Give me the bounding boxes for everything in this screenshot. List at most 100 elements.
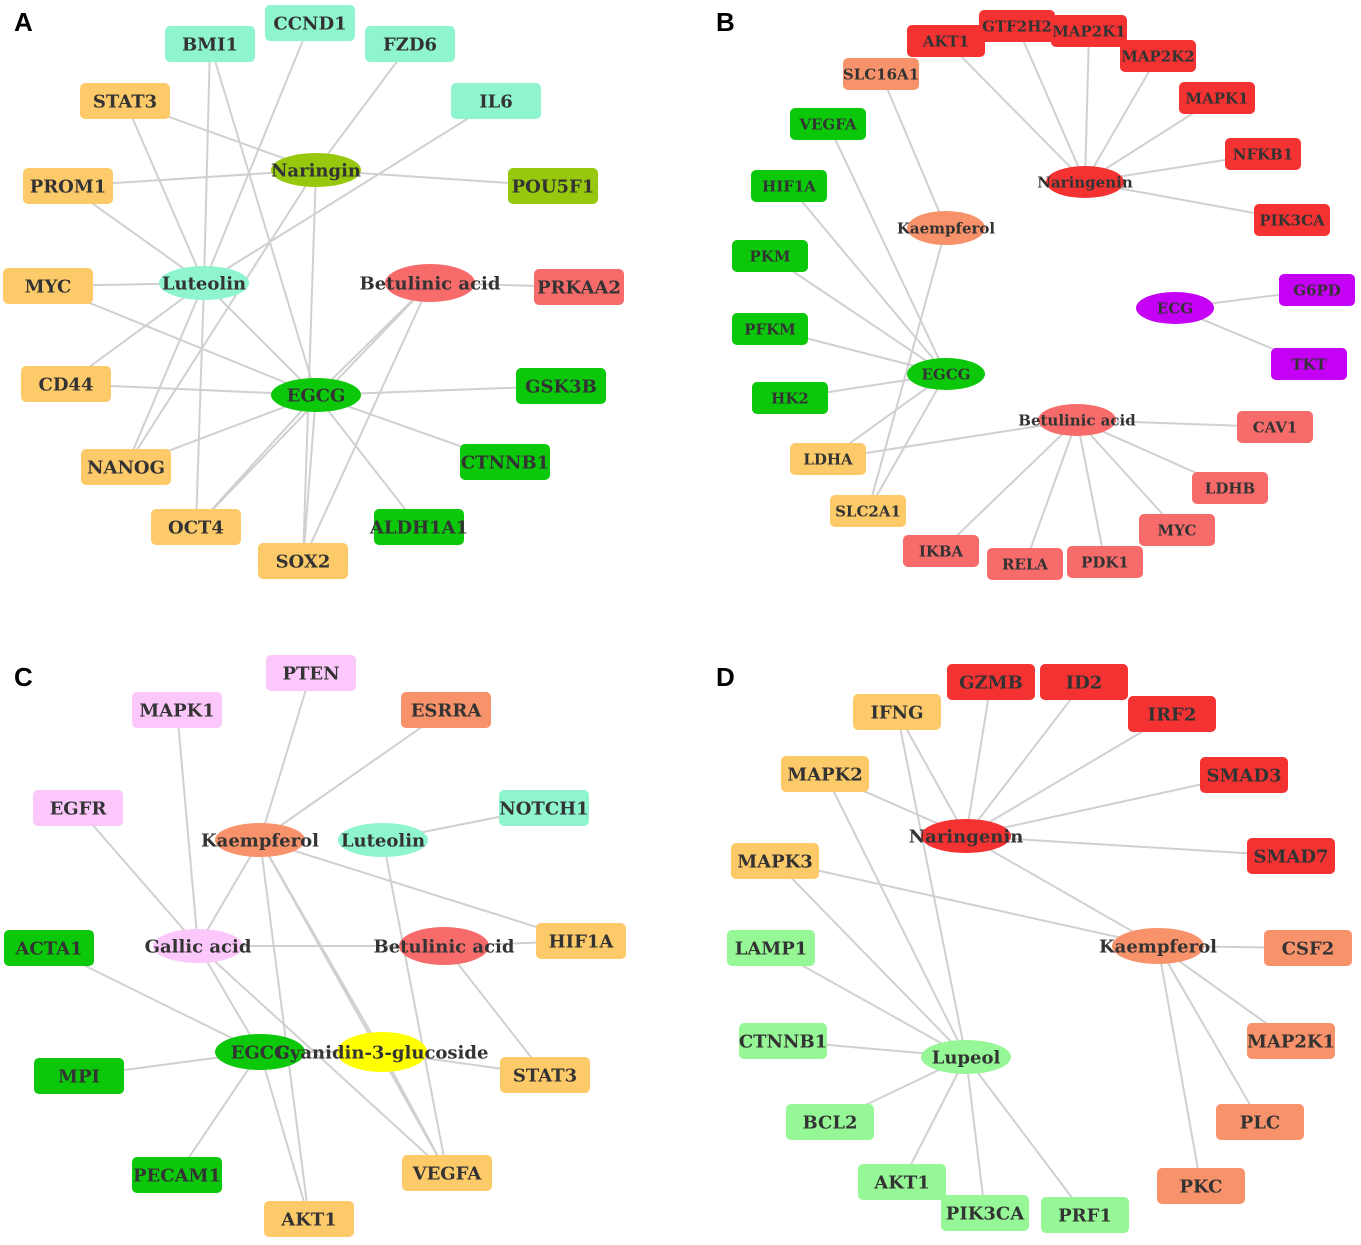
node-a-sox2[interactable]: SOX2 — [258, 543, 348, 579]
node-b-g6pd[interactable]: G6PD — [1279, 274, 1355, 306]
node-b-myc[interactable]: MYC — [1139, 514, 1215, 546]
node-d-mapk3[interactable]: MAPK3 — [731, 843, 819, 879]
node-d-akt1[interactable]: AKT1 — [858, 1164, 946, 1200]
node-b-slc16a1[interactable]: SLC16A1 — [843, 58, 919, 90]
node-a-oct4[interactable]: OCT4 — [151, 509, 241, 545]
node-b-cav1[interactable]: CAV1 — [1237, 411, 1313, 443]
node-d-bcl2[interactable]: BCL2 — [786, 1104, 874, 1140]
node-c-gallic[interactable]: Gallic acid — [145, 929, 252, 963]
node-c-acta1[interactable]: ACTA1 — [4, 930, 94, 966]
node-b-ikba[interactable]: IKBA — [903, 535, 979, 567]
node-d-plc[interactable]: PLC — [1216, 1104, 1304, 1140]
node-a-aldh1a1[interactable]: ALDH1A1 — [369, 509, 468, 545]
node-c-akt1[interactable]: AKT1 — [264, 1201, 354, 1237]
panel-letter-b: B — [716, 7, 735, 37]
node-b-naringenin[interactable]: Naringenin — [1037, 166, 1133, 198]
node-shape-a-ccnd1 — [265, 5, 355, 41]
node-b-akt1[interactable]: AKT1 — [907, 25, 985, 57]
edge-d-naringenin-d-smad7 — [965, 835, 1292, 857]
node-d-kaempferol[interactable]: Kaempferol — [1099, 928, 1217, 964]
node-c-vegfa[interactable]: VEGFA — [402, 1155, 492, 1191]
node-d-prf1[interactable]: PRF1 — [1041, 1197, 1129, 1233]
node-a-myc[interactable]: MYC — [3, 268, 93, 304]
node-c-betulinic[interactable]: Betulinic acid — [374, 927, 515, 965]
node-d-gzmb[interactable]: GZMB — [947, 664, 1035, 700]
node-b-kaempferol[interactable]: Kaempferol — [897, 211, 996, 245]
node-a-prom1[interactable]: PROM1 — [23, 168, 113, 204]
node-d-mapk2[interactable]: MAPK2 — [781, 756, 869, 792]
node-b-rela[interactable]: RELA — [987, 548, 1063, 580]
node-a-cd44[interactable]: CD44 — [21, 366, 111, 402]
node-label-b-mapk1: MAPK1 — [1186, 89, 1249, 107]
node-d-naringenin[interactable]: Naringenin — [909, 819, 1024, 853]
node-a-pou5f1[interactable]: POU5F1 — [508, 168, 598, 204]
node-d-smad7[interactable]: SMAD7 — [1247, 838, 1335, 874]
panel-letter-d: D — [716, 662, 735, 692]
node-d-irf2[interactable]: IRF2 — [1128, 696, 1216, 732]
node-b-vegfa[interactable]: VEGFA — [790, 108, 866, 140]
node-c-esrra[interactable]: ESRRA — [401, 692, 491, 728]
node-b-hk2[interactable]: HK2 — [752, 382, 828, 414]
node-b-map2k2[interactable]: MAP2K2 — [1120, 40, 1196, 72]
node-d-pkc[interactable]: PKC — [1157, 1168, 1245, 1204]
node-a-fzd6[interactable]: FZD6 — [365, 26, 455, 62]
node-b-egcg[interactable]: EGCG — [907, 358, 985, 390]
node-d-ctnnb1[interactable]: CTNNB1 — [739, 1023, 827, 1059]
node-b-hif1a[interactable]: HIF1A — [751, 170, 827, 202]
node-b-pdk1[interactable]: PDK1 — [1067, 546, 1143, 578]
node-b-pfkm[interactable]: PFKM — [732, 313, 808, 345]
node-a-egcg[interactable]: EGCG — [271, 378, 361, 412]
node-d-lupeol[interactable]: Lupeol — [921, 1040, 1011, 1074]
node-a-luteolin[interactable]: Luteolin — [159, 266, 249, 300]
node-b-tkt[interactable]: TKT — [1271, 348, 1347, 380]
node-label-b-slc16a1: SLC16A1 — [843, 65, 919, 83]
node-a-ccnd1[interactable]: CCND1 — [265, 5, 355, 41]
node-b-ldhb[interactable]: LDHB — [1192, 472, 1268, 504]
node-b-betulinic[interactable]: Betulinic acid — [1018, 404, 1136, 436]
node-c-pecam1[interactable]: PECAM1 — [132, 1157, 222, 1193]
node-a-bmi1[interactable]: BMI1 — [165, 26, 255, 62]
node-label-b-betulinic: Betulinic acid — [1018, 411, 1136, 429]
node-c-mapk1[interactable]: MAPK1 — [132, 692, 222, 728]
node-b-ecg[interactable]: ECG — [1136, 292, 1214, 324]
node-b-gtf2h2[interactable]: GTF2H2 — [979, 10, 1055, 42]
node-c-egfr[interactable]: EGFR — [33, 790, 123, 826]
node-b-nfkb1[interactable]: NFKB1 — [1225, 138, 1301, 170]
edge-d-lupeol-d-mapk3 — [774, 860, 967, 1058]
node-b-ldha[interactable]: LDHA — [790, 443, 866, 475]
node-shape-a-myc — [3, 268, 93, 304]
node-c-luteolin[interactable]: Luteolin — [338, 823, 428, 857]
node-c-c3g[interactable]: Cyanidin-3-glucoside — [276, 1032, 489, 1072]
node-b-mapk1[interactable]: MAPK1 — [1179, 82, 1255, 114]
node-d-id2[interactable]: ID2 — [1040, 664, 1128, 700]
node-a-gsk3b[interactable]: GSK3B — [516, 368, 606, 404]
node-c-pten[interactable]: PTEN — [266, 655, 356, 691]
node-c-kaempferol[interactable]: Kaempferol — [201, 823, 319, 857]
edge-c-gallic-c-egfr — [77, 807, 199, 947]
node-d-pik3ca[interactable]: PIK3CA — [941, 1195, 1029, 1231]
node-d-map2k1[interactable]: MAP2K1 — [1247, 1023, 1335, 1059]
node-b-slc2a1[interactable]: SLC2A1 — [830, 495, 906, 527]
node-d-csf2[interactable]: CSF2 — [1264, 930, 1352, 966]
node-c-mpi[interactable]: MPI — [34, 1058, 124, 1094]
node-a-il6[interactable]: IL6 — [451, 83, 541, 119]
node-c-stat3[interactable]: STAT3 — [500, 1057, 590, 1093]
node-c-egcg[interactable]: EGCG — [215, 1034, 305, 1070]
node-shape-d-ctnnb1 — [739, 1023, 827, 1059]
node-d-lamp1[interactable]: LAMP1 — [727, 930, 815, 966]
node-a-stat3[interactable]: STAT3 — [80, 83, 170, 119]
node-a-prkaa2[interactable]: PRKAA2 — [534, 269, 624, 305]
node-c-notch1[interactable]: NOTCH1 — [499, 790, 589, 826]
node-label-c-vegfa: VEGFA — [412, 1163, 483, 1184]
node-b-pik3ca[interactable]: PIK3CA — [1254, 204, 1330, 236]
node-b-map2k1[interactable]: MAP2K1 — [1051, 15, 1127, 47]
node-b-pkm[interactable]: PKM — [732, 240, 808, 272]
node-shape-b-mapk1 — [1179, 82, 1255, 114]
node-c-hif1a[interactable]: HIF1A — [536, 923, 626, 959]
node-a-naringin[interactable]: Naringin — [271, 153, 361, 187]
node-d-smad3[interactable]: SMAD3 — [1200, 757, 1288, 793]
node-a-ctnnb1[interactable]: CTNNB1 — [460, 444, 550, 480]
node-d-ifng[interactable]: IFNG — [853, 694, 941, 730]
node-a-betulinic[interactable]: Betulinic acid — [360, 264, 501, 302]
node-a-nanog[interactable]: NANOG — [81, 449, 171, 485]
